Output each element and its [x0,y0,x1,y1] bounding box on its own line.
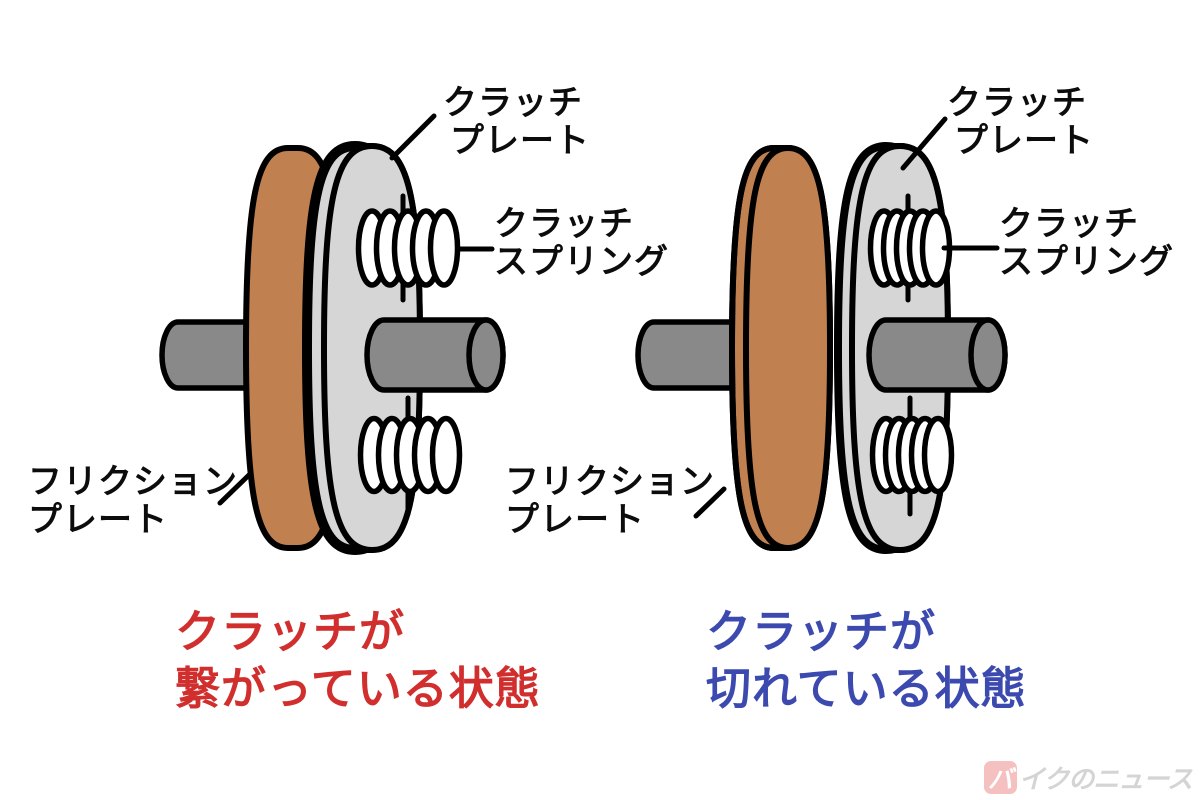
label-line: スプリング [999,243,1174,281]
leader-lines-left [217,113,495,506]
caption-line: 繋がっている状態 [175,663,541,714]
caption-clutch-disengaged: クラッチが 切れている状態 [706,603,1027,717]
caption-line: クラッチが [175,606,406,657]
watermark-text: イクのニュース [1018,764,1193,794]
clutch-plate-label-right: クラッチ プレート [947,84,1094,160]
watermark-badge: バ [983,761,1017,794]
clutch-spring-bottom-compressed [869,395,955,517]
caption-line: 切れている状態 [706,663,1027,714]
assembly-disengaged [635,116,1008,554]
label-line: フリクション [505,463,715,501]
site-watermark: バ イクのニュース [983,759,1193,796]
label-line: クラッチ [999,205,1139,243]
label-line: プレート [505,501,645,539]
clutch-spring-label-left: クラッチ スプリング [494,205,669,281]
clutch-plate-leader [389,113,437,161]
clutch-spring-top-compressed [867,193,953,303]
caption-clutch-engaged: クラッチが 繋がっている状態 [175,603,541,717]
label-line: プレート [450,122,590,160]
right-shaft-end-cap [968,317,1008,393]
friction-plate-label-left: フリクション プレート [28,463,238,539]
friction-plate-leader [693,486,727,519]
label-line: フリクション [28,463,238,501]
label-line: クラッチ [494,205,634,243]
friction-plate-label-right: フリクション プレート [505,463,715,539]
label-line: クラッチ [947,84,1087,122]
friction-plate-leader [217,471,253,506]
label-line: プレート [28,501,168,539]
clutch-spring-bottom [357,395,463,517]
caption-line: クラッチが [706,606,937,657]
label-line: プレート [954,122,1094,160]
friction-plate-face [743,145,833,551]
label-line: スプリング [494,243,669,281]
clutch-spring-label-right: クラッチ スプリング [999,205,1174,281]
clutch-plate-leader [900,116,948,171]
label-line: クラッチ [443,84,583,122]
clutch-plate-label-left: クラッチ プレート [443,84,590,160]
right-shaft-end-cap [466,317,506,393]
clutch-spring-top [355,193,461,303]
leader-lines-right [693,116,1000,519]
assembly-engaged [159,113,506,555]
